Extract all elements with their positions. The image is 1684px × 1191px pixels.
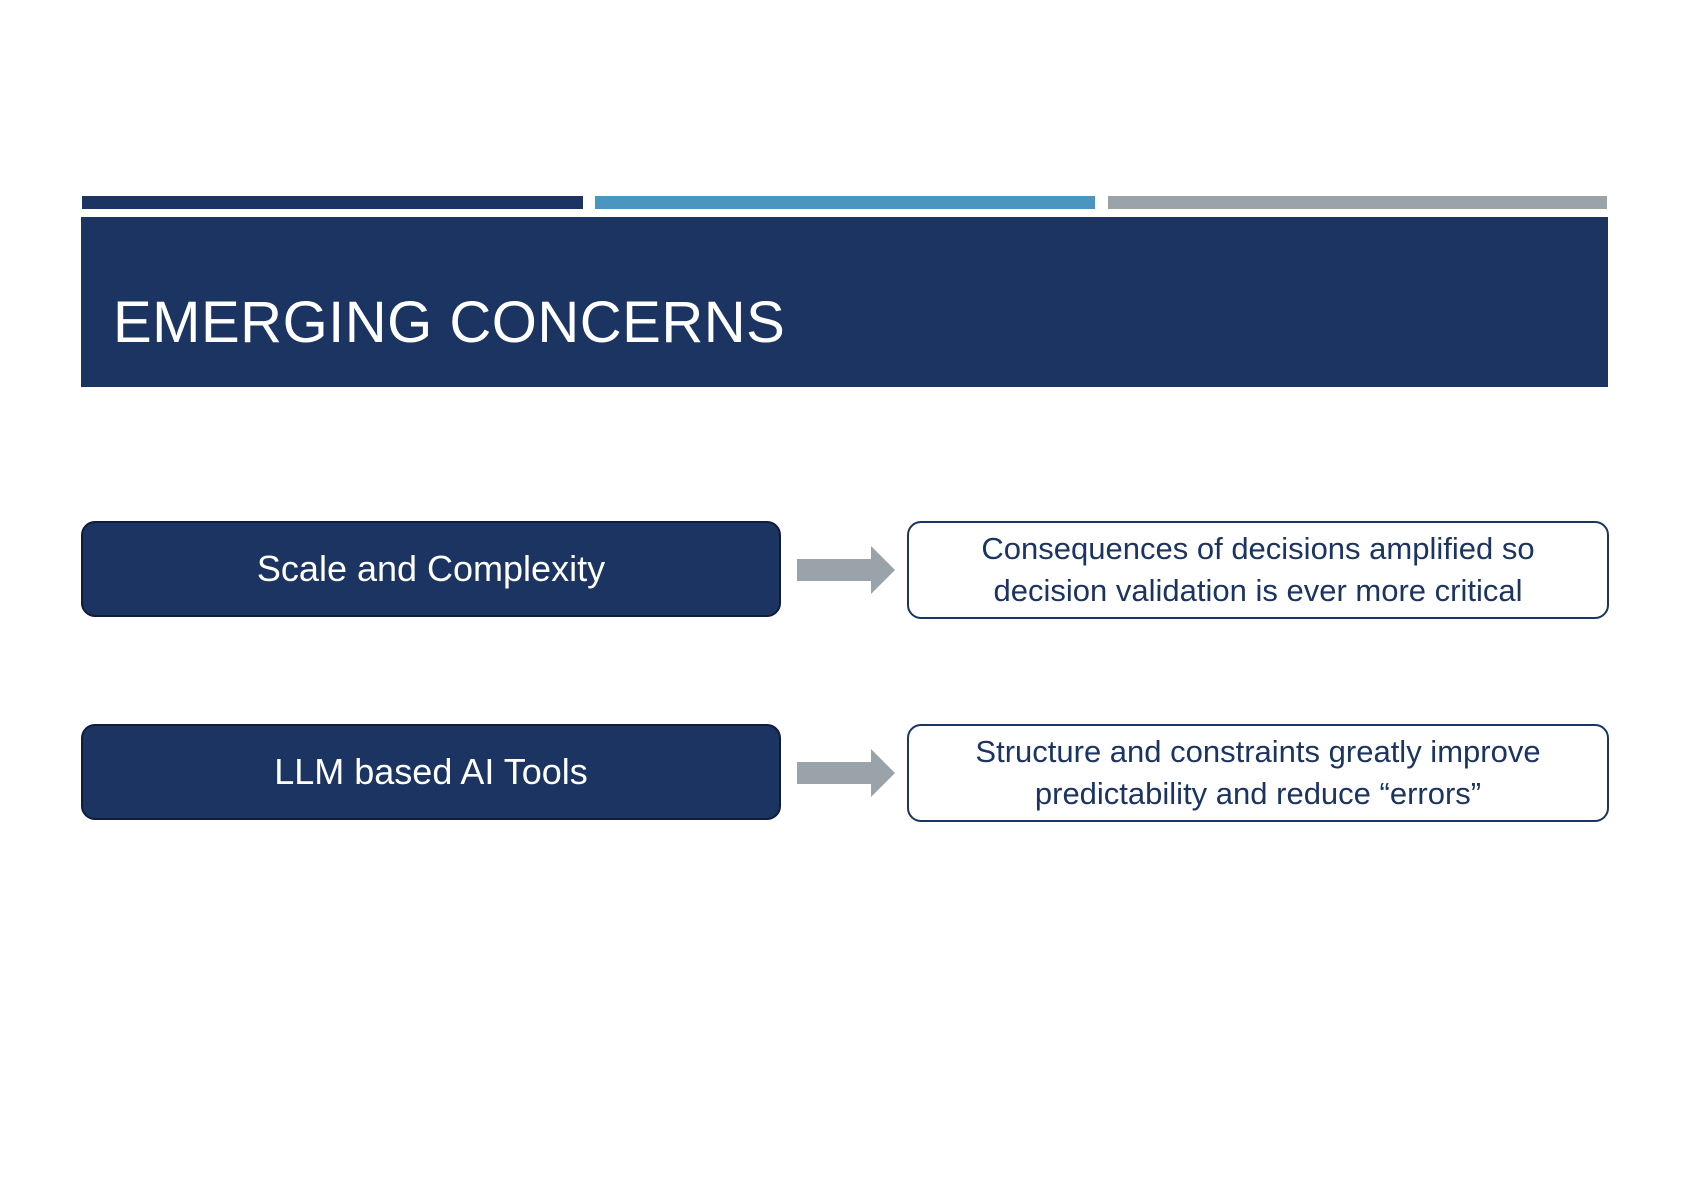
- arrow-right-icon: [797, 546, 895, 594]
- arrow-right-icon: [797, 749, 895, 797]
- concern-box-scale: Scale and Complexity: [81, 521, 781, 617]
- concern-label: LLM based AI Tools: [274, 751, 588, 792]
- consequence-box-scale: Consequences of decisions amplified so d…: [907, 521, 1609, 619]
- concern-box-llm: LLM based AI Tools: [81, 724, 781, 820]
- consequence-box-llm: Structure and constraints greatly improv…: [907, 724, 1609, 822]
- consequence-text: Structure and constraints greatly improv…: [975, 734, 1541, 811]
- accent-bar-gray: [1108, 196, 1607, 209]
- slide-title: EMERGING CONCERNS: [113, 290, 786, 355]
- accent-bar-blue: [595, 196, 1095, 209]
- concern-label: Scale and Complexity: [256, 548, 606, 589]
- accent-bar-navy: [82, 196, 583, 209]
- title-band: EMERGING CONCERNS: [81, 217, 1608, 387]
- consequence-text: Consequences of decisions amplified so d…: [981, 531, 1535, 608]
